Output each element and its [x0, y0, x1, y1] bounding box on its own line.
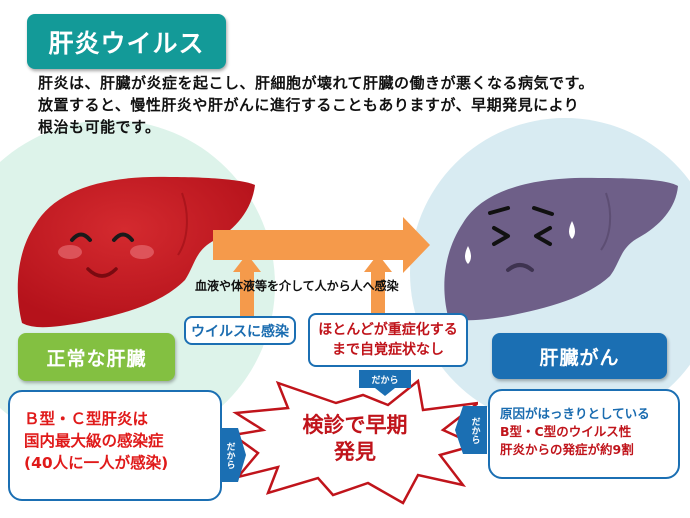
up-arrow-shaft-1: [240, 271, 254, 317]
intro-line: 根治も可能です。: [38, 118, 161, 136]
cancer-cause-line: B型・C型のウイルス性: [500, 424, 632, 439]
intro-line: 肝炎は、肝臓が炎症を起こし、肝細胞が壊れて肝臓の働きが悪くなる病気です。: [38, 74, 595, 92]
therefore-tab-left: だから: [222, 428, 238, 482]
no-symptoms-line: まで自覚症状なし: [332, 342, 444, 358]
happy-liver-icon: [17, 176, 255, 328]
hepatitis-bc-box: Ｂ型・Ｃ型肝炎は 国内最大級の感染症 (40人に一人が感染): [8, 390, 222, 501]
normal-liver-label: 正常な肝臓: [18, 333, 175, 381]
therefore-tab-left-pointer: [238, 428, 246, 482]
hepatitis-bc-line: (40人に一人が感染): [24, 454, 169, 472]
sick-liver-icon: [444, 177, 678, 321]
hepatitis-bc-line: Ｂ型・Ｃ型肝炎は: [24, 410, 149, 428]
early-detection-line: 発見: [334, 440, 376, 464]
cancer-cause-box: 原因がはっきりとしている B型・C型のウイルス性 肝炎からの発症が約9割: [488, 389, 680, 479]
no-symptoms-box: ほとんどが重症化する まで自覚症状なし: [308, 313, 468, 367]
hepatitis-bc-line: 国内最大級の感染症: [24, 432, 164, 450]
liver-cancer-label: 肝臓がん: [492, 333, 667, 379]
therefore-tab-right-pointer: [455, 406, 463, 454]
early-detection-line: 検診で早期: [302, 413, 408, 437]
transmission-text: 血液や体液等を介して人から人へ感染: [195, 279, 399, 293]
intro-line: 放置すると、慢性肝炎や肝がんに進行することもありますが、早期発見により: [38, 96, 580, 114]
page-title: 肝炎ウイルス: [27, 14, 226, 69]
intro-paragraph: 肝炎は、肝臓が炎症を起こし、肝細胞が壊れて肝臓の働きが悪くなる病気です。 放置す…: [38, 72, 678, 138]
virus-infection-box: ウイルスに感染: [184, 316, 296, 345]
progression-arrow-head: [403, 217, 430, 273]
cancer-cause-line: 肝炎からの発症が約9割: [500, 442, 634, 457]
up-arrow-head-2: [364, 254, 392, 272]
up-arrow-shaft-2: [371, 271, 385, 314]
early-detection-text: 検診で早期 発見: [290, 412, 420, 466]
no-symptoms-line: ほとんどが重症化する: [318, 322, 458, 338]
up-arrow-head-1: [233, 254, 261, 272]
cancer-cause-line: 原因がはっきりとしている: [500, 406, 650, 421]
therefore-tab-top-pointer: [375, 388, 395, 396]
therefore-tab-top: だから: [359, 370, 411, 388]
therefore-tab-right: だから: [463, 406, 487, 454]
